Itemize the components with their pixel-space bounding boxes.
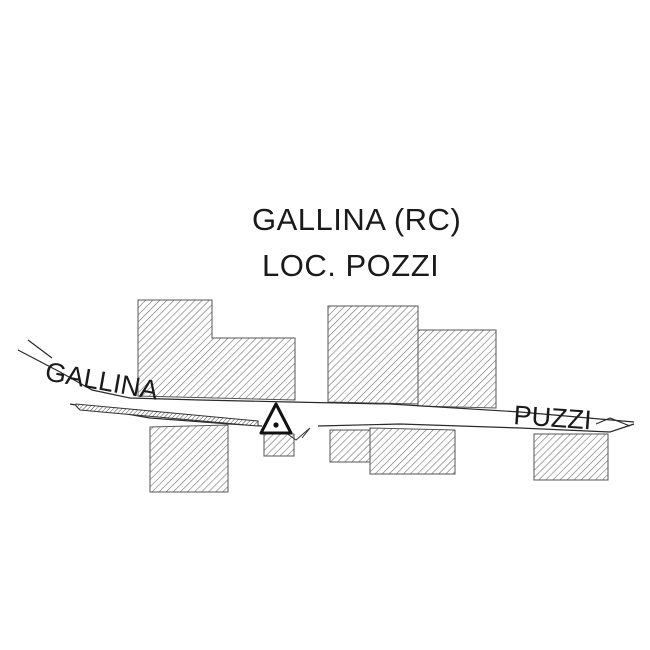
building <box>533 433 609 481</box>
building <box>149 424 229 493</box>
building <box>329 429 371 463</box>
place-label-east: PUZZI <box>513 400 593 435</box>
survey-triangle-icon[interactable] <box>259 402 293 435</box>
driveway <box>281 427 311 441</box>
building <box>327 305 419 405</box>
building <box>417 329 497 409</box>
road-wall <box>75 403 259 427</box>
building <box>369 427 456 475</box>
map-subtitle: LOC. POZZI <box>262 248 440 283</box>
map-title: GALLINA (RC) <box>252 202 462 237</box>
building <box>137 299 296 401</box>
building <box>263 433 295 457</box>
